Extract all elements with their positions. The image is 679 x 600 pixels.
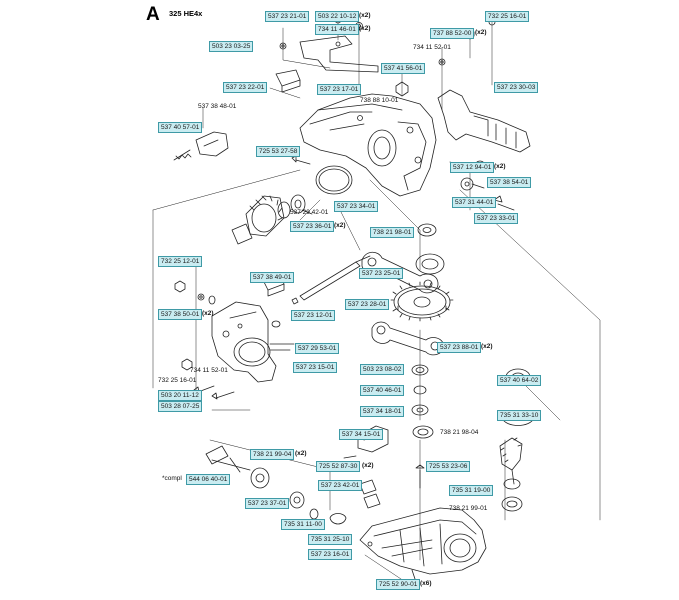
o-ring [315, 165, 353, 195]
washers-column-center [411, 364, 434, 439]
quantity: (x2) [359, 12, 371, 19]
large-spur-gear [390, 281, 454, 322]
screw-small [291, 155, 311, 165]
part-label[interactable]: 537 38 49-01 [250, 272, 295, 283]
part-label[interactable]: 537 40 57-01 [158, 122, 203, 133]
plain-part-label: 732 25 16-01 [158, 377, 197, 384]
quantity: (x2) [334, 222, 346, 229]
part-label[interactable]: 537 23 88-01 [437, 342, 482, 353]
lower-shaft-assembly [205, 445, 381, 525]
part-label[interactable]: 537 23 21-01 [265, 11, 310, 22]
part-label[interactable]: 537 29 53-01 [295, 343, 340, 354]
plain-part-label: 537 38 48-01 [198, 103, 237, 110]
part-label[interactable]: 537 23 33-01 [474, 213, 519, 224]
part-label[interactable]: 537 23 12-01 [291, 310, 336, 321]
bevel-gear-assembly [231, 194, 313, 245]
part-label[interactable]: 537 23 16-01 [308, 549, 353, 560]
part-label[interactable]: 735 31 33-10 [497, 410, 542, 421]
quantity: (x2) [481, 343, 493, 350]
part-label[interactable]: 537 40 64-02 [497, 375, 542, 386]
side-clip [173, 131, 229, 161]
quantity: (x2) [202, 310, 214, 317]
quantity: (x2) [362, 462, 374, 469]
part-label[interactable]: 725 52 90-01 [376, 579, 421, 590]
part-label[interactable]: 732 25 16-01 [485, 11, 530, 22]
plain-part-label: 738 21 99-01 [449, 505, 488, 512]
plain-part-label: 734 11 52-01 [190, 367, 228, 374]
part-label[interactable]: 537 31 44-01 [452, 197, 497, 208]
plain-part-label: *compl [162, 475, 182, 482]
part-label[interactable]: 738 21 99-04 [250, 449, 295, 460]
plain-part-label: 738 88 10-01 [360, 97, 399, 104]
part-label[interactable]: 735 31 25-10 [308, 534, 353, 545]
part-label[interactable]: 537 23 25-01 [359, 268, 404, 279]
quantity: (x2) [359, 25, 371, 32]
plain-part-label: 537 29 42-01 [290, 209, 329, 216]
part-label[interactable]: 503 23 03-25 [209, 41, 254, 52]
section-letter: A [146, 4, 160, 25]
part-label[interactable]: 725 53 27-58 [256, 146, 301, 157]
part-label[interactable]: 537 23 22-01 [223, 82, 268, 93]
part-label[interactable]: 735 31 19-00 [449, 485, 494, 496]
part-label[interactable]: 537 23 17-01 [317, 84, 362, 95]
handle-grip [437, 89, 531, 153]
part-label[interactable]: 735 31 11-00 [281, 519, 325, 530]
model-name: 325 HE4x [169, 9, 203, 18]
part-label[interactable]: 537 23 15-01 [293, 362, 338, 373]
plain-part-label: 738 21 98-04 [440, 429, 479, 436]
output-pinion [499, 437, 523, 512]
part-label[interactable]: 537 41 56-01 [381, 63, 426, 74]
part-label[interactable]: 537 23 34-01 [334, 201, 379, 212]
part-label[interactable]: 544 06 40-01 [186, 474, 231, 485]
quantity: (x2) [475, 29, 487, 36]
crank-housing [211, 301, 295, 383]
part-label[interactable]: 725 52 87-30 [316, 461, 361, 472]
quantity: (x2) [295, 450, 307, 457]
screws-misc [343, 455, 425, 583]
connecting-rod-lower [371, 321, 445, 356]
part-label[interactable]: 734 11 46-01 [315, 24, 359, 35]
part-label[interactable]: 725 53 23-06 [426, 461, 471, 472]
part-label[interactable]: 537 23 36-01 [290, 221, 335, 232]
mounting-bracket [279, 35, 379, 73]
part-label[interactable]: 738 21 98-01 [370, 227, 415, 238]
washers-left [174, 280, 216, 305]
part-label[interactable]: 732 25 12-01 [158, 256, 203, 267]
quantity: (x6) [420, 580, 432, 587]
part-label[interactable]: 537 23 28-01 [345, 299, 390, 310]
part-label[interactable]: 537 38 50-01 [158, 309, 203, 320]
part-label[interactable]: 537 34 15-01 [339, 429, 384, 440]
part-label[interactable]: 737 88 52-00 [430, 28, 475, 39]
part-label[interactable]: 537 12 94-01 [450, 162, 495, 173]
bottom-cover-plate [359, 507, 487, 575]
plain-part-label: 734 11 52-01 [413, 44, 451, 51]
part-label[interactable]: 503 22 10-12 [315, 11, 360, 22]
part-label[interactable]: 537 23 42-01 [318, 480, 363, 491]
part-label[interactable]: 503 20 11-12 [158, 390, 202, 401]
part-label[interactable]: 537 38 54-01 [487, 177, 532, 188]
part-label[interactable]: 537 23 30-03 [494, 82, 539, 93]
part-label[interactable]: 503 23 08-02 [360, 364, 405, 375]
part-label[interactable]: 537 40 46-01 [360, 385, 405, 396]
part-label[interactable]: 503 28 07-25 [158, 401, 203, 412]
rubber-block [275, 69, 301, 93]
part-label[interactable]: 537 34 18-01 [360, 406, 405, 417]
main-gear-housing [299, 93, 437, 197]
quantity: (x2) [494, 163, 506, 170]
part-label[interactable]: 537 23 37-01 [245, 498, 290, 509]
